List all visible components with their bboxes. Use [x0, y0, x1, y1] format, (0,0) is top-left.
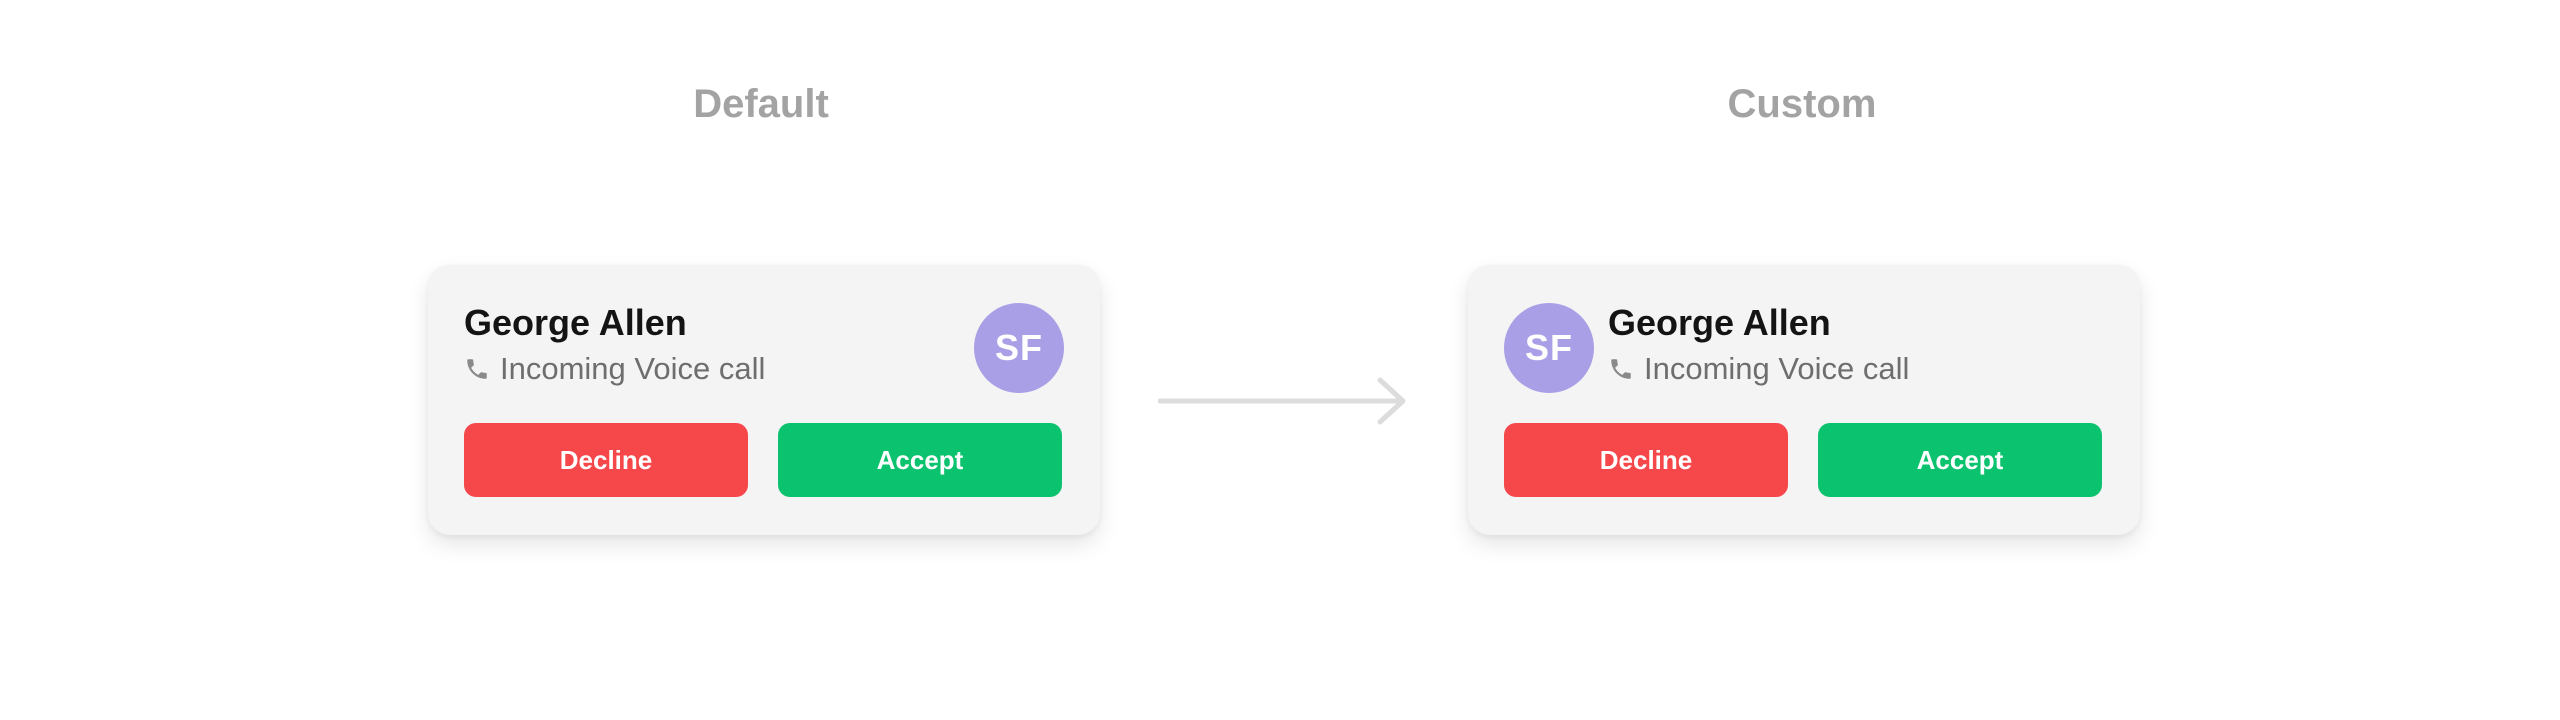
incoming-call-card-default: George Allen Incoming Voice call SF Decl…	[428, 265, 1100, 535]
caller-name: George Allen	[1608, 302, 1831, 343]
avatar: SF	[1504, 303, 1594, 393]
call-status: Incoming Voice call	[464, 349, 765, 389]
default-heading: Default	[693, 82, 829, 126]
call-status-text: Incoming Voice call	[1644, 351, 1910, 386]
arrow-right-icon	[1158, 376, 1410, 426]
call-status-text: Incoming Voice call	[500, 351, 766, 386]
phone-icon	[464, 356, 490, 382]
caller-name: George Allen	[464, 302, 687, 343]
avatar: SF	[974, 303, 1064, 393]
phone-icon	[1608, 356, 1634, 382]
accept-button[interactable]: Accept	[778, 423, 1062, 497]
decline-button[interactable]: Decline	[1504, 423, 1788, 497]
incoming-call-card-custom: SF George Allen Incoming Voice call Decl…	[1468, 265, 2140, 535]
custom-heading: Custom	[1727, 82, 1877, 126]
call-status: Incoming Voice call	[1608, 349, 1909, 389]
decline-button[interactable]: Decline	[464, 423, 748, 497]
accept-button[interactable]: Accept	[1818, 423, 2102, 497]
